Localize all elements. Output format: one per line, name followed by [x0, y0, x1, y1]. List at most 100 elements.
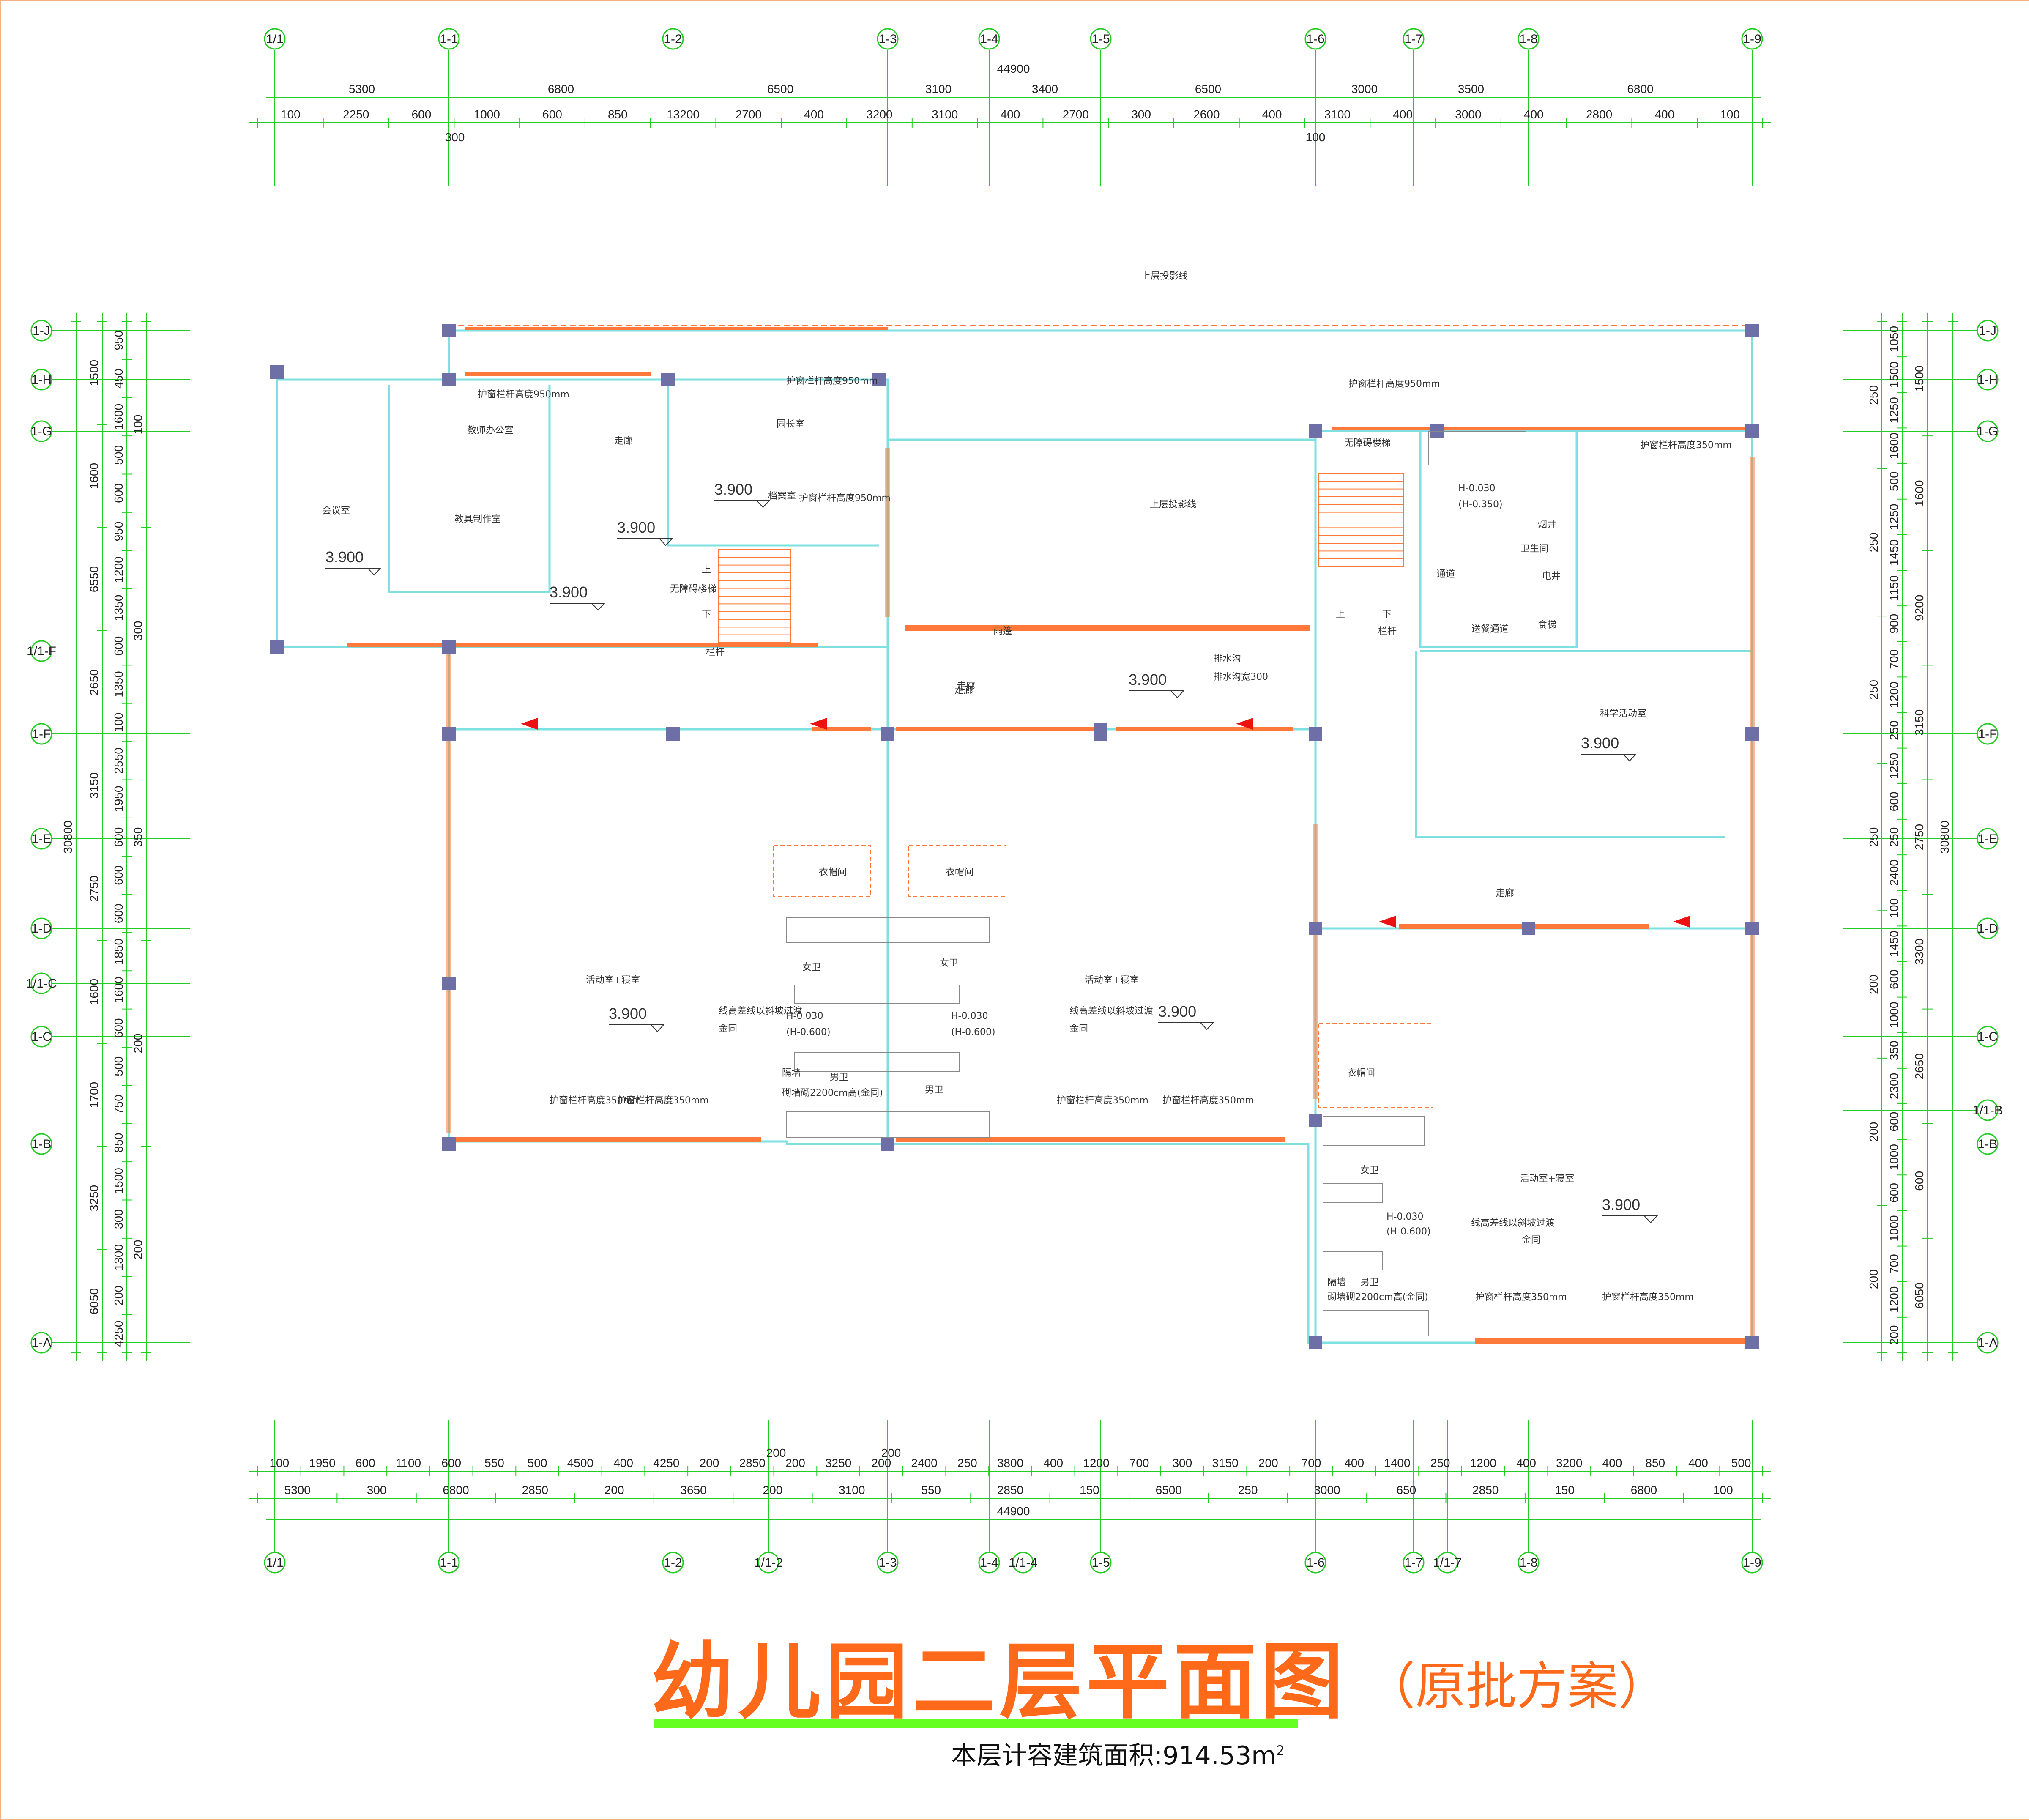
left-axis-3-label: 1/1-F	[27, 644, 56, 658]
top-mid-dim-text: 3500	[1458, 82, 1484, 96]
elevation-mark-8: 3.900	[1602, 1196, 1640, 1213]
note-rail-950-4: 护窗栏杆高度950mm	[1348, 379, 1440, 389]
top-axis-7-bubble	[1403, 28, 1425, 50]
top-fine-dim-text: 850	[608, 108, 628, 121]
right-mid-dim-text: 3300	[1913, 939, 1926, 965]
room-label-meeting: 会议室	[322, 506, 350, 516]
left-fine-dim-text: 600	[112, 636, 125, 656]
top-fine-dim-text: 2250	[343, 108, 369, 121]
left-axis-9-label: 1-B	[32, 1137, 52, 1151]
note-down-1: 下	[702, 609, 711, 620]
room-label-meal-passage: 送餐通道	[1471, 624, 1509, 635]
window-band-5	[896, 1137, 1285, 1142]
bottom-fine-dim-text: 4500	[567, 1456, 593, 1470]
note-rail-350-4: 护窗栏杆高度350mm	[1162, 1095, 1254, 1106]
room-label-girls-2: 女卫	[940, 958, 958, 969]
bottom-axis-12-label: 1-9	[1743, 1556, 1761, 1570]
column-11	[881, 1137, 894, 1151]
bottom-fine-dim-text: 400	[1688, 1456, 1708, 1470]
left-mid-dim-text: 2750	[88, 876, 101, 902]
note-up-2: 上	[1336, 609, 1345, 620]
elevation-mark-7: 3.900	[1158, 1003, 1196, 1020]
window-band-v-1	[1750, 457, 1755, 1336]
room-label-corridor-a: 走廊	[614, 436, 633, 446]
right-fine-dim-text: 1050	[1887, 326, 1900, 352]
right-axis-2-label: 1-G	[1977, 424, 1998, 438]
stall-block-5	[1323, 1183, 1383, 1203]
red-marker-3	[1379, 916, 1396, 928]
bottom-fine-dim-text: 400	[613, 1456, 633, 1470]
top-fine-dim-text: 400	[1262, 108, 1282, 121]
bottom-fine-dim-text: 200	[1258, 1456, 1278, 1470]
room-label-boys-3: 男卫	[1360, 1277, 1379, 1288]
bottom-fine-dim-text: 500	[528, 1456, 547, 1470]
left-fine-dim-text: 1200	[112, 556, 125, 583]
left-axis-4-bubble	[30, 723, 52, 745]
room-label-corridor-b: 走廊	[954, 685, 973, 696]
left-mid-dim-text: 6550	[88, 566, 101, 592]
note-h-2a: H-0.030	[951, 1011, 988, 1021]
cloak-outline-0	[773, 845, 871, 897]
right-fine-dim-text: 1250	[1887, 397, 1900, 423]
left-axis-8-label: 1-C	[31, 1030, 52, 1044]
top-mid-dim-text: 3000	[1351, 82, 1378, 96]
bottom-axis-7-label: 1-5	[1091, 1556, 1110, 1570]
note-partition-2b: 砌墙砌2200cm高(金同)	[1327, 1292, 1428, 1303]
bottom-axis-9-label: 1-7	[1404, 1556, 1422, 1570]
stall-block-2	[794, 1052, 960, 1072]
left-axis-4-label: 1-F	[32, 727, 51, 741]
bottom-fine-dim-text: 700	[1302, 1456, 1321, 1470]
note-h-toilet-top-2: (H-0.350)	[1458, 499, 1503, 510]
bottom-axis-11-label: 1-8	[1519, 1556, 1537, 1570]
bottom-fine-dim-text: 3250	[825, 1456, 851, 1470]
top-axis-2-label: 1-2	[664, 32, 682, 46]
note-rail-350-1: 护窗栏杆高度350mm	[550, 1095, 641, 1106]
column-21	[1745, 922, 1759, 935]
window-band-2	[896, 727, 1099, 731]
note-trans-1: 线高差线以斜坡过渡	[719, 1006, 802, 1016]
left-fine-dim-text: 500	[112, 445, 125, 465]
column-20	[1745, 727, 1759, 741]
note-h-3b: (H-0.600)	[1386, 1226, 1431, 1237]
window-band-1	[812, 727, 871, 731]
bottom-fine-dim-text: 1400	[1384, 1456, 1410, 1470]
right-fine-dim-text: 1000	[1887, 1215, 1900, 1241]
bottom-axis-3-label: 1/1-2	[754, 1556, 783, 1570]
window-band-v-3	[885, 448, 890, 617]
column-14	[1309, 424, 1322, 438]
right-fine-dim-text: 600	[1887, 1112, 1900, 1132]
window-band-0	[347, 643, 818, 647]
top-axis-5-label: 1-5	[1091, 32, 1110, 46]
top-fine-dim-text: 100	[1720, 108, 1740, 121]
left-fine-dim-text: 600	[112, 865, 125, 885]
elevation-mark-4: 3.900	[1129, 671, 1167, 688]
bottom-axis-10-label: 1/1-7	[1433, 1556, 1462, 1570]
right-fine-dim-text: 1600	[1887, 432, 1900, 459]
room-label-toy-workshop: 教具制作室	[454, 514, 501, 525]
right-axis-9-bubble	[1977, 1332, 1999, 1354]
bottom-mid-dim-text: 2850	[997, 1483, 1023, 1497]
top-total-dim-text: 44900	[997, 62, 1030, 75]
note-partition-1: 隔墙	[782, 1068, 801, 1078]
elevation-symbol-2	[617, 538, 673, 546]
left-fine-dim-text: 300	[112, 1209, 125, 1229]
right-axis-6-bubble	[1977, 1026, 1999, 1048]
right-axis-3-label: 1-F	[1978, 727, 1997, 741]
elevation-mark-5: 3.900	[1581, 734, 1619, 752]
left-axis-1-bubble	[30, 369, 52, 391]
room-label-science: 科学活动室	[1600, 709, 1646, 719]
bottom-mid-dim-text: 3100	[839, 1483, 865, 1497]
room-label-archive: 档案室	[768, 491, 796, 501]
top-axis-8-label: 1-8	[1519, 32, 1537, 46]
red-marker-0	[521, 718, 538, 730]
upper-outline	[449, 325, 1750, 427]
right-axis-0-bubble	[1977, 320, 1999, 342]
bottom-axis-4-label: 1-3	[878, 1556, 897, 1570]
room-label-passage: 通道	[1436, 569, 1455, 580]
note-railing-2: 栏杆	[1378, 626, 1397, 637]
column-12	[666, 727, 680, 741]
left-fine-dim-text: 1350	[112, 595, 125, 621]
top-fine-dim-text: 3200	[866, 108, 892, 121]
right-fine-dim-text: 1250	[1887, 753, 1900, 779]
bottom-axis-12-bubble	[1741, 1552, 1763, 1574]
